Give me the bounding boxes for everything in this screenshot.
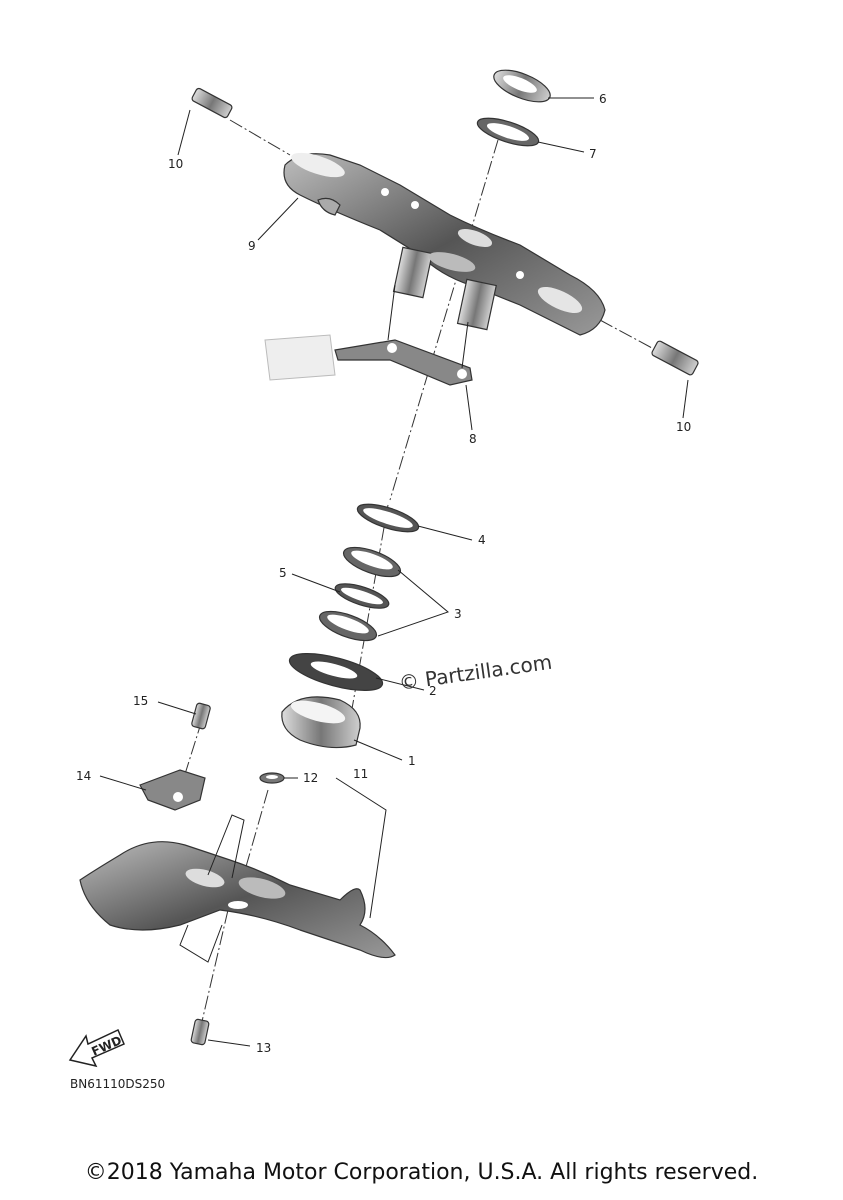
- callout-11: 11: [353, 767, 368, 781]
- callout-5: 5: [279, 566, 287, 580]
- callout-13: 13: [256, 1041, 271, 1055]
- callout-15: 15: [133, 694, 148, 708]
- bolt-axis-left: [229, 119, 291, 156]
- leader-10b: [682, 379, 689, 419]
- callout-9: 9: [248, 239, 256, 253]
- callout-4: 4: [478, 533, 486, 547]
- bolt-axis-13: [199, 909, 229, 1031]
- part-9-upper-bracket: [283, 152, 606, 336]
- leader-11: [335, 777, 387, 919]
- part-11-lower-bracket: [79, 841, 396, 959]
- callout-12: 12: [303, 771, 318, 785]
- leader-5: [291, 573, 341, 593]
- part-10-bolt-left: [191, 87, 233, 119]
- connector-line: [179, 924, 223, 963]
- connector-line: [207, 814, 245, 879]
- callout-10: 10: [168, 157, 183, 171]
- callout-2: 2: [429, 684, 437, 698]
- leader-15: [157, 701, 197, 715]
- callout-6: 6: [599, 92, 607, 106]
- part-8-plate: [264, 334, 473, 386]
- part-15-bolt: [191, 702, 211, 730]
- callout-3: 3: [454, 607, 462, 621]
- leader-13: [207, 1039, 251, 1047]
- leader-7: [537, 141, 585, 153]
- part-14-holder: [139, 769, 206, 811]
- connector-line: [461, 321, 469, 369]
- leader-9: [257, 197, 299, 241]
- callout-10: 10: [676, 420, 691, 434]
- part-1-bearing-race: [281, 696, 361, 749]
- diagram-code: BN61110DS250: [70, 1077, 165, 1091]
- part-13-bolt: [190, 1018, 210, 1046]
- leader-3: [377, 569, 449, 637]
- callout-14: 14: [76, 769, 91, 783]
- connector-line: [387, 284, 396, 341]
- leader-10a: [177, 109, 191, 156]
- assembly-axis: [389, 139, 499, 501]
- leader-4: [417, 525, 473, 541]
- partzilla-watermark: © Partzilla.com: [397, 650, 553, 695]
- leader-2: [375, 677, 425, 691]
- part-7-washer: [476, 117, 540, 147]
- part-6-ring-nut: [493, 69, 551, 103]
- leader-14: [99, 775, 147, 791]
- part-5-ring: [334, 583, 390, 609]
- part-3-bearing-upper: [342, 546, 402, 578]
- part-12-collar: [259, 772, 285, 784]
- fwd-arrow-icon: FWD: [68, 1028, 125, 1068]
- part-10-bolt-right: [651, 340, 699, 376]
- callout-1: 1: [408, 754, 416, 768]
- leader-8: [465, 384, 473, 431]
- callout-8: 8: [469, 432, 477, 446]
- copyright-footer: ©2018 Yamaha Motor Corporation, U.S.A. A…: [84, 1160, 759, 1185]
- leader-1: [353, 739, 403, 761]
- part-2-dust-seal: [288, 653, 384, 691]
- part-3-bearing-lower: [318, 610, 378, 642]
- callout-7: 7: [589, 147, 597, 161]
- part-4-seal: [356, 503, 420, 533]
